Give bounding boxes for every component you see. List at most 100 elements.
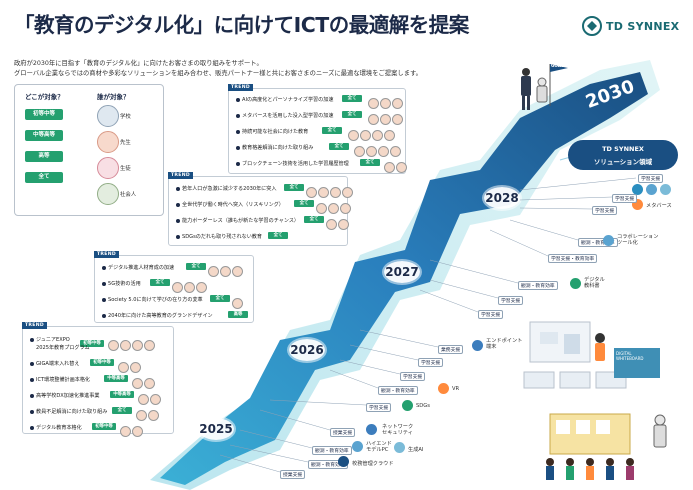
solution-tag-15: 観測・教育効率 bbox=[312, 446, 352, 455]
trend-2026-item-3: Society 5.0に向けて学びの在り方の変革 bbox=[102, 296, 203, 303]
digital-whiteboard-label: DIGITAL WHITEBOARD bbox=[616, 351, 644, 361]
solution-tag-9: 業務支援 bbox=[438, 345, 464, 354]
trend-2027-icons-2 bbox=[316, 199, 352, 214]
trend-2027-item-4: SDGsのだれも取り残されない教育 bbox=[176, 233, 262, 240]
device-icon bbox=[646, 184, 657, 195]
trend-2025-item-2: GIGA端末入れ替え bbox=[30, 360, 79, 367]
device-icon bbox=[660, 184, 671, 195]
trend-2027-icons-3 bbox=[326, 215, 350, 230]
adult-icon bbox=[97, 183, 119, 205]
trend-tag-2027: TREND bbox=[168, 172, 193, 179]
trend-2025-badge-3: 中等高等 bbox=[104, 375, 128, 382]
solution-label-textbook: デジタル 教科書 bbox=[584, 277, 605, 289]
legend-who-school: 学校 bbox=[120, 114, 131, 120]
trend-2028-icons bbox=[368, 94, 404, 109]
pill-line-2: ソリューション領域 bbox=[593, 158, 653, 166]
solution-tag-13: 学習支援 bbox=[366, 403, 392, 412]
trend-2027-badge-1: 全て bbox=[284, 184, 304, 191]
solution-tag-2: 学習支援 bbox=[612, 194, 638, 203]
trend-2028-badge-5: 全て bbox=[360, 159, 380, 166]
trend-2027-icons-1 bbox=[306, 183, 354, 198]
pc-icon bbox=[352, 441, 363, 452]
trend-2025-badge-1: 初等中等 bbox=[80, 340, 104, 347]
trend-2028-badge-3: 全て bbox=[322, 127, 342, 134]
brand-name: TD SYNNEX bbox=[606, 20, 680, 33]
solution-tag-12: 観測・教育効率 bbox=[378, 386, 418, 395]
trend-2026-item-2: 5G技術の活用 bbox=[102, 280, 141, 287]
trend-2028-item-5: ブロックチェーン技術を活用した学習履歴管理 bbox=[236, 160, 349, 167]
solution-label-network: ネットワーク セキュリティ bbox=[382, 424, 414, 436]
trend-2028-icons-3 bbox=[348, 126, 396, 141]
solution-tag-11: 学習支援 bbox=[400, 372, 426, 381]
trend-2028-badge-4: 全て bbox=[329, 143, 349, 150]
trend-2028-item-3: 持続可能な社会に向けた教育 bbox=[236, 128, 308, 135]
trend-2025-item-4: 高等学校DX加速化推進事業 bbox=[30, 392, 99, 399]
legend-who-adult: 社会人 bbox=[120, 192, 137, 198]
trend-2028-badge-2: 全て bbox=[342, 111, 362, 118]
trend-2026-badge-4: 高等 bbox=[228, 311, 248, 318]
solution-label-collab: コラボレーション ツール化 bbox=[617, 234, 659, 246]
trend-2027-badge-2: 全て bbox=[294, 200, 314, 207]
trend-2025-badge-5: 全て bbox=[112, 407, 132, 414]
trend-2028-icons-2 bbox=[368, 110, 404, 125]
trend-tag-2028: TREND bbox=[228, 84, 253, 91]
trend-2027-item-3: 能力ボーダーレス（誰もが新たな学習のチャンス） bbox=[176, 217, 299, 224]
trend-2026-icons-1 bbox=[208, 262, 244, 277]
solution-label-pc: ハイエンド モデルPC bbox=[366, 441, 392, 453]
solution-tag-4: 観測・教育効率 bbox=[578, 238, 618, 247]
year-2026: 2026 bbox=[289, 339, 325, 361]
trend-2027-item-2: 全世代学び働く時代へ突入（リスキリング） bbox=[176, 201, 284, 208]
trend-2025-icons-6 bbox=[120, 422, 144, 437]
trend-2028-item-4: 教育格差解消に向けた取り組み bbox=[236, 144, 313, 151]
intro-line-2: グローバル企業ならではの商材や多彩なソリューションを組み合わせ、販売パートナー様… bbox=[14, 70, 422, 77]
classroom-scene bbox=[523, 321, 667, 480]
trend-2028-badge-1: 全て bbox=[342, 95, 362, 102]
trend-2028-icons-5 bbox=[384, 158, 408, 173]
year-2025: 2025 bbox=[198, 418, 234, 440]
trend-2028-icons-4 bbox=[354, 142, 402, 157]
brand-mark-icon bbox=[582, 16, 602, 36]
solution-tag-5: 学習支援・教育効率 bbox=[548, 254, 598, 263]
solution-tag-17: 授業支援 bbox=[280, 470, 306, 479]
sdgs-icon bbox=[402, 400, 413, 411]
trend-2026-badge-1: 全て bbox=[186, 263, 206, 270]
endpoint-device-icon bbox=[472, 340, 483, 351]
goal-scene bbox=[521, 64, 568, 110]
school-icon bbox=[97, 105, 119, 127]
cloud-icon bbox=[338, 456, 349, 467]
solution-label-ai: 生成AI bbox=[408, 447, 424, 453]
teacher-icon bbox=[97, 131, 119, 153]
trend-2027-item-1: 若年人口が急激に減少する2030年に突入 bbox=[176, 185, 276, 192]
legend-target-all: 全て bbox=[25, 172, 63, 183]
collaboration-icon bbox=[603, 235, 614, 246]
solution-tag-8: 学習支援 bbox=[478, 310, 504, 319]
trend-2027-badge-3: 全て bbox=[304, 216, 324, 223]
goal-flag-label: GOAL bbox=[551, 63, 564, 68]
trend-2025-badge-4: 中等高等 bbox=[110, 391, 134, 398]
solution-domain-pill: TD SYNNEX ソリューション領域 bbox=[568, 140, 678, 170]
student-icon bbox=[97, 157, 119, 179]
legend-target-title: どこが対象？ bbox=[25, 93, 64, 101]
trend-2026-item-4: 2040年に向けた高等教育のグランドデザイン bbox=[102, 312, 213, 319]
solution-tag-7: 学習支援 bbox=[498, 296, 524, 305]
solution-tag-14: 授業支援 bbox=[330, 428, 356, 437]
legend-box: どこが対象？ 誰が対象？ 初等中等 中等高等 高等 全て 学校 先生 生徒 社会… bbox=[14, 84, 164, 216]
legend-target-elementary: 初等中等 bbox=[25, 109, 63, 120]
trend-tag-2025: TREND bbox=[22, 322, 47, 329]
digital-whiteboard-panel: DIGITAL WHITEBOARD bbox=[614, 348, 660, 378]
legend-who-teacher: 先生 bbox=[120, 140, 131, 146]
solution-label-metaverse: メタバース bbox=[646, 203, 672, 209]
solution-label-vr: VR bbox=[452, 386, 460, 392]
solution-label-endpoint: エンドポイント 端末 bbox=[486, 338, 523, 350]
legend-target-higher: 高等 bbox=[25, 151, 63, 162]
pill-line-1: TD SYNNEX bbox=[602, 145, 644, 153]
trend-2025-badge-6: 初等中等 bbox=[92, 423, 116, 430]
trend-2025-item-6: デジタル教育本格化 bbox=[30, 424, 82, 431]
legend-who-student: 生徒 bbox=[120, 166, 131, 172]
trend-2026-icons-3 bbox=[232, 294, 244, 309]
year-2028: 2028 bbox=[484, 187, 520, 209]
trend-2025-icons-5 bbox=[136, 406, 160, 421]
solution-tag-10: 学習支援 bbox=[418, 358, 444, 367]
